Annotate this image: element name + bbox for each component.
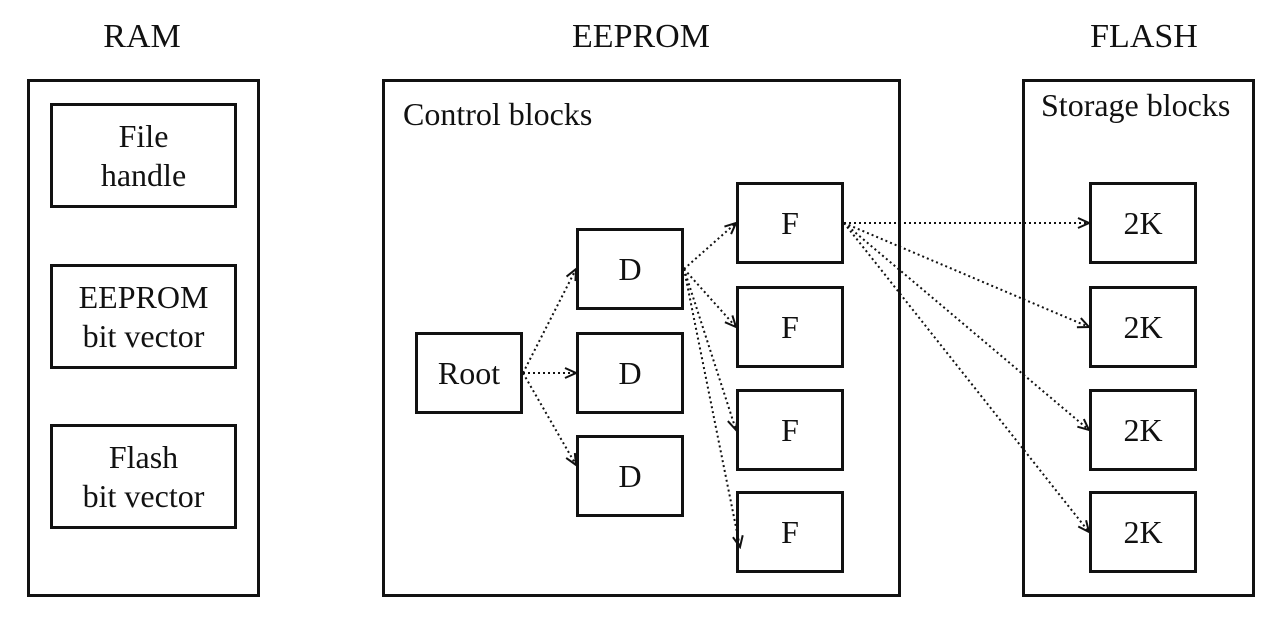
directory-box-1: D — [576, 228, 684, 310]
root-box: Root — [415, 332, 523, 414]
eeprom-bit-vector-line-2: bit vector — [82, 317, 205, 354]
storage-blocks-label: Storage blocks — [1041, 87, 1231, 123]
flash-title: FLASH — [1090, 18, 1198, 55]
flash-bit-vector-box: Flash bit vector — [50, 424, 237, 529]
file-handle-line-1: File — [118, 117, 169, 154]
flash-bit-vector-line-2: bit vector — [82, 477, 205, 514]
directory-box-3: D — [576, 435, 684, 517]
eeprom-bit-vector-box: EEPROM bit vector — [50, 264, 237, 369]
file-box-3: F — [736, 389, 844, 471]
storage-block-1: 2K — [1089, 182, 1197, 264]
storage-block-4: 2K — [1089, 491, 1197, 573]
file-box-2: F — [736, 286, 844, 368]
directory-box-2: D — [576, 332, 684, 414]
ram-title: RAM — [103, 18, 181, 55]
eeprom-title: EEPROM — [572, 18, 710, 55]
storage-block-2: 2K — [1089, 286, 1197, 368]
file-handle-line-2: handle — [100, 156, 187, 193]
flash-bit-vector-line-1: Flash — [108, 438, 179, 475]
storage-block-3: 2K — [1089, 389, 1197, 471]
file-handle-box: File handle — [50, 103, 237, 208]
eeprom-bit-vector-line-1: EEPROM — [78, 278, 209, 315]
file-box-1: F — [736, 182, 844, 264]
file-box-4: F — [736, 491, 844, 573]
control-blocks-label: Control blocks — [403, 96, 593, 132]
